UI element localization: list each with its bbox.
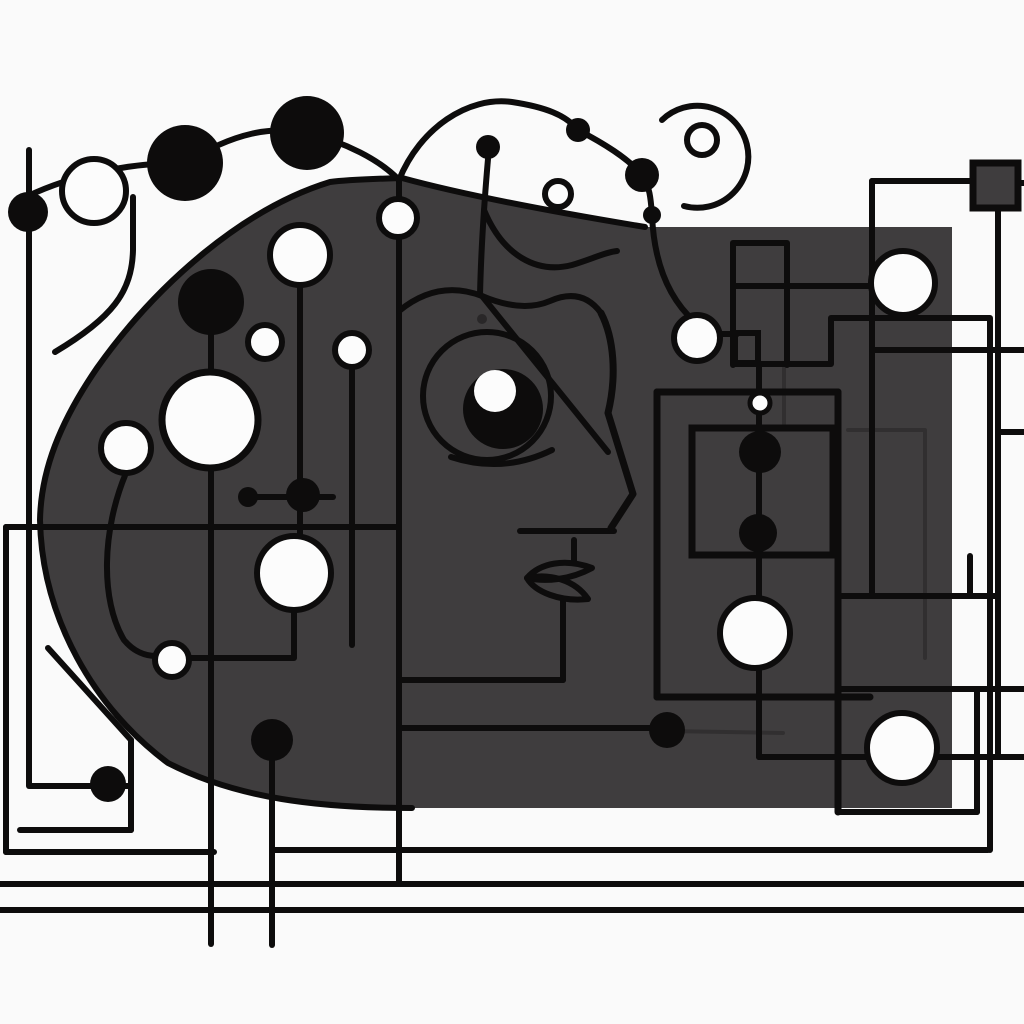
faint-line-right-of-dot [665, 729, 785, 735]
ring-inside-open-ring [684, 122, 720, 158]
step-line [730, 315, 993, 853]
chain-bead-black-a [739, 431, 781, 473]
white-circle-right-lower [864, 710, 940, 786]
black-dot-bar-large [286, 478, 320, 512]
inner-circuit-rect [688, 424, 837, 559]
black-dot-left-line [8, 192, 48, 232]
white-dot-a [245, 322, 285, 362]
top-right-square [969, 159, 1022, 212]
black-ball-a [147, 125, 223, 201]
black-ball-b [270, 96, 344, 170]
hair-curve [481, 207, 620, 271]
brow-drop-line [477, 156, 491, 298]
white-dot-b [332, 330, 372, 370]
balloon-arc [104, 470, 159, 659]
open-ring-large [659, 102, 752, 211]
black-circle-on-panel [178, 269, 244, 335]
lip-lower [524, 573, 591, 603]
black-bead-top-a [476, 135, 500, 159]
black-bead-top-c [625, 158, 659, 192]
lower-lid-arc [448, 447, 555, 467]
elbow-connector [187, 606, 297, 661]
white-circle-small-left [152, 640, 192, 680]
chain-bead-white-large [717, 595, 793, 671]
white-circle-upper [267, 222, 333, 288]
chain-bead-white-small [747, 390, 773, 416]
brow-right [479, 293, 604, 316]
black-dot-shelf [90, 766, 126, 802]
bend-diagonal [45, 645, 134, 743]
eye-highlight [474, 370, 516, 412]
eye-outer-ring [420, 329, 554, 463]
white-circle-right-upper [868, 248, 938, 318]
white-ring-top-left [59, 156, 129, 226]
big-white-circle [158, 368, 262, 472]
tall-box-sides [730, 240, 790, 368]
black-dot-bar-small [238, 487, 258, 507]
mini-box [732, 330, 761, 366]
balloon-circle [98, 420, 154, 476]
brow-faint-dot [477, 314, 487, 324]
black-bead-top-b [566, 118, 590, 142]
black-dot-mouth-bar [649, 712, 685, 748]
black-bead-top-d [643, 206, 661, 224]
nose-profile [597, 309, 637, 532]
white-circle-lower [254, 533, 334, 613]
chain-bead-black-b [739, 514, 777, 552]
ring-tail [52, 194, 136, 355]
small-ring-top [542, 178, 574, 210]
black-dot-bottom-stem [251, 719, 293, 761]
lip-upper [524, 559, 595, 583]
white-circle-on-head-top [376, 196, 420, 240]
brow-left [396, 287, 485, 314]
white-circle-chain-top [671, 312, 723, 364]
